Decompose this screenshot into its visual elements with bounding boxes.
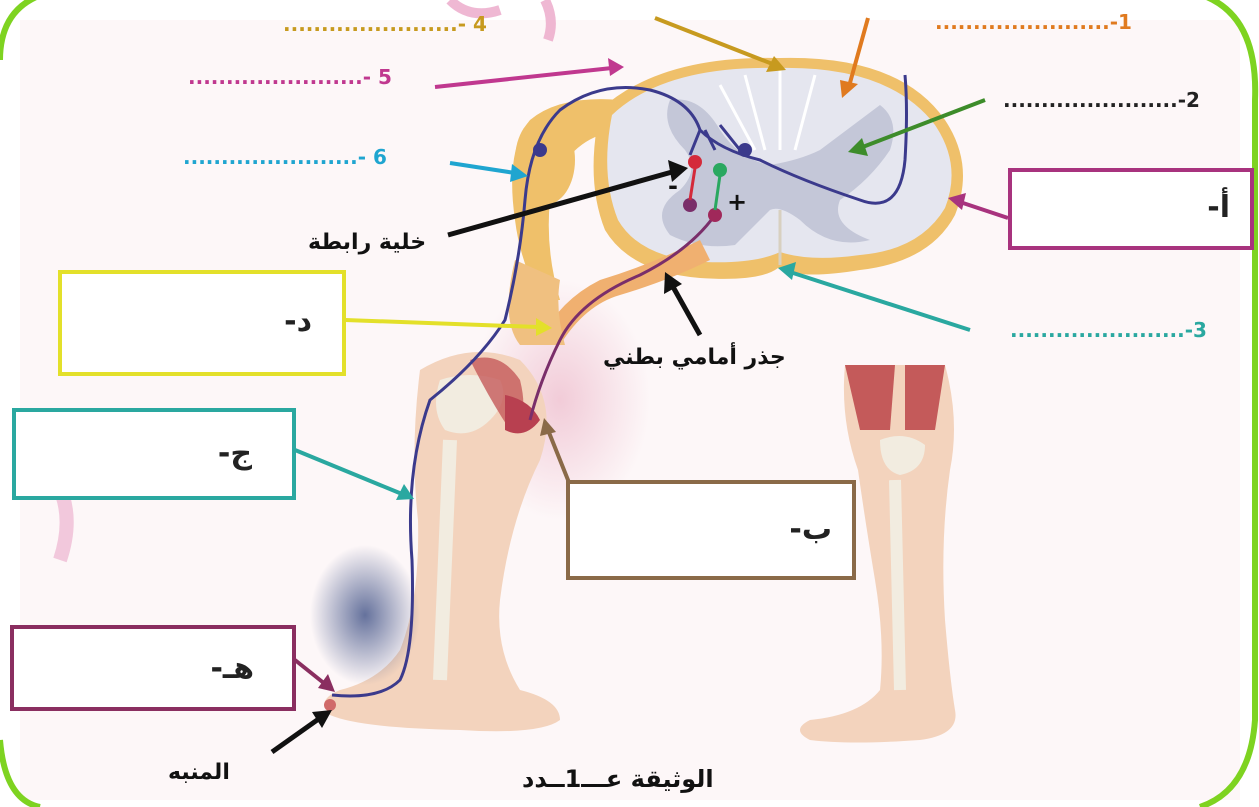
box-alif-label: أ- — [1207, 190, 1230, 225]
label-4-number: - 4 — [458, 12, 487, 36]
box-jim: ج- — [12, 408, 296, 500]
label-6-number: - 6 — [358, 145, 387, 169]
box-ba: ب- — [566, 480, 856, 580]
label-5-dots: ....................... — [188, 65, 363, 89]
box-ba-label: ب- — [789, 512, 832, 547]
box-ha-label: هـ- — [210, 651, 254, 686]
label-1-number: -1 — [1110, 10, 1132, 34]
receptor — [324, 699, 336, 711]
box-dal: د- — [58, 270, 346, 376]
label-interneuron: خلية رابطة — [308, 230, 426, 255]
label-3: .......................-3 — [1010, 318, 1207, 342]
motor-neuron-body-1 — [708, 208, 722, 222]
shadow-blur — [310, 545, 420, 685]
motor-neuron-body-2 — [683, 198, 697, 212]
label-2: .......................-2 — [1003, 88, 1200, 112]
label-1-dots: ....................... — [935, 10, 1110, 34]
interneuron-inhibitory — [688, 155, 702, 169]
standing-tibia — [895, 480, 900, 690]
label-4: .......................- 4 — [283, 12, 487, 36]
box-ha: هـ- — [10, 625, 296, 711]
label-6: .......................- 6 — [183, 145, 387, 169]
interneuron-excitatory — [713, 163, 727, 177]
label-5-number: - 5 — [363, 65, 392, 89]
label-ventral-root: جذر أمامي بطني — [603, 345, 786, 370]
label-6-dots: ....................... — [183, 145, 358, 169]
label-2-number: -2 — [1178, 88, 1200, 112]
box-alif: أ- — [1008, 168, 1254, 250]
label-2-dots: ....................... — [1003, 88, 1178, 112]
sign-plus: + — [727, 188, 747, 216]
ganglion-cell-body — [533, 143, 547, 157]
label-1: .......................-1 — [935, 10, 1132, 34]
label-3-dots: ....................... — [1010, 318, 1185, 342]
tibia — [440, 440, 450, 680]
label-3-number: -3 — [1185, 318, 1207, 342]
label-5: .......................- 5 — [188, 65, 392, 89]
label-stimulus: المنبه — [168, 760, 230, 785]
box-jim-label: ج- — [218, 436, 252, 471]
sensory-terminal — [738, 143, 752, 157]
box-dal-label: د- — [284, 304, 312, 339]
label-4-dots: ....................... — [283, 12, 458, 36]
document-title: الوثيقة عـــ1ــدد — [522, 765, 714, 793]
sign-minus: - — [668, 172, 678, 200]
